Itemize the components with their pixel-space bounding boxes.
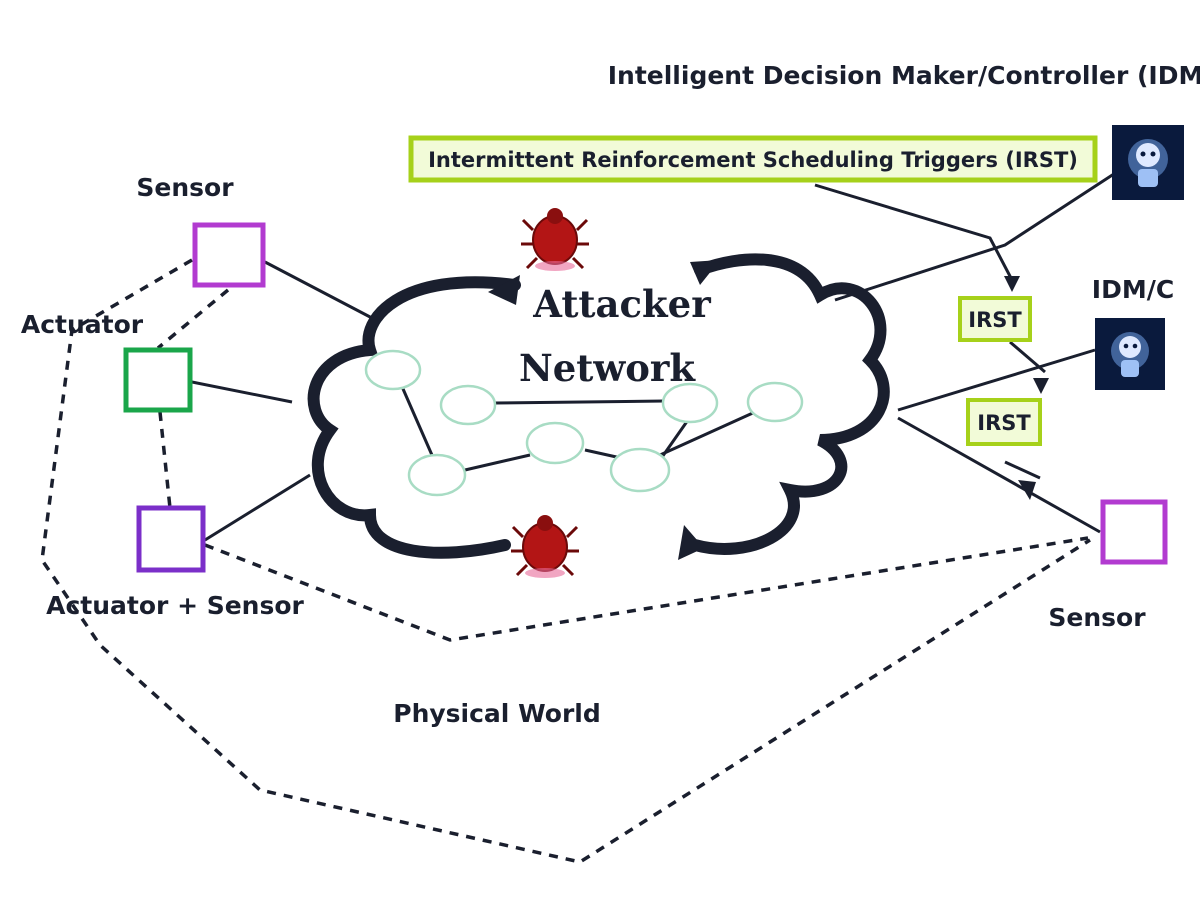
physical-world-label: Physical World: [393, 699, 600, 728]
bug-icon: [521, 208, 589, 271]
link-irst-banner-down: [814, 183, 1014, 281]
network-node: [525, 421, 585, 465]
network-link-6: [658, 419, 690, 461]
link-cloud-idmc-main: [834, 168, 1121, 302]
network-node: [661, 382, 719, 424]
actuator-sensor-box: [136, 505, 206, 573]
link-actuatorsensor-cloud: [204, 473, 311, 542]
cloud-arrow-bottom-right: [678, 525, 704, 560]
bug-icon: [511, 515, 579, 578]
sensor-box-top-left: [192, 222, 266, 288]
actuator-actuatorsensor-dashed-link: [158, 411, 172, 509]
link-sensor-cloud: [264, 260, 373, 320]
actuator-box: [123, 347, 193, 413]
irst-banner-box: [408, 135, 1098, 183]
physical-world-inner-boundary: [204, 536, 1089, 642]
network-link-1: [398, 381, 437, 463]
sensor-label-top-left: Sensor: [136, 173, 234, 202]
sensor-label-right: Sensor: [1048, 603, 1146, 632]
network-link-5: [659, 410, 756, 457]
irst-banner-text: Intermittent Reinforcement Scheduling Tr…: [428, 148, 1078, 172]
network-node: [439, 384, 497, 426]
network-title-line1: Attacker: [532, 282, 711, 326]
irst-box-2: [966, 398, 1042, 446]
sensor-actuator-dashed-link: [156, 288, 230, 350]
network-link-3: [464, 453, 531, 472]
network-node: [746, 381, 804, 423]
network-link-2: [494, 399, 666, 405]
actuator-label: Actuator: [21, 310, 144, 339]
link-cloud-idmc-small: [897, 348, 1096, 412]
network-node: [609, 447, 671, 493]
cloud-arrow-top-right: [690, 260, 720, 285]
attacker-network-cloud: [307, 253, 890, 559]
link-cloud-sensor-right: [897, 416, 1101, 534]
network-node: [364, 349, 422, 391]
arrowhead-irst-2: [1033, 378, 1049, 394]
arrowhead-sensor: [1018, 480, 1036, 500]
robot-icon: [1112, 125, 1184, 200]
irst-label-2: IRST: [977, 411, 1031, 435]
controller-title: Intelligent Decision Maker/Controller (I…: [608, 61, 1200, 90]
link-actuator-cloud: [191, 380, 293, 404]
tick-mark-2: [1004, 460, 1041, 480]
irst-label-1: IRST: [968, 308, 1022, 332]
network-node: [407, 453, 467, 497]
physical-world-outer-boundary: [40, 258, 1091, 864]
sensor-box-right: [1100, 499, 1168, 565]
tick-mark-1: [1009, 340, 1046, 374]
idmc-small-label: IDM/C: [1092, 275, 1174, 304]
robot-icon: [1095, 318, 1165, 390]
actuator-sensor-label: Actuator + Sensor: [46, 591, 304, 620]
network-title-line2: Network: [519, 346, 696, 390]
cloud-arrow-top-left: [488, 275, 520, 305]
arrowhead-irst-1: [1004, 276, 1020, 292]
irst-box-1: [958, 296, 1032, 342]
